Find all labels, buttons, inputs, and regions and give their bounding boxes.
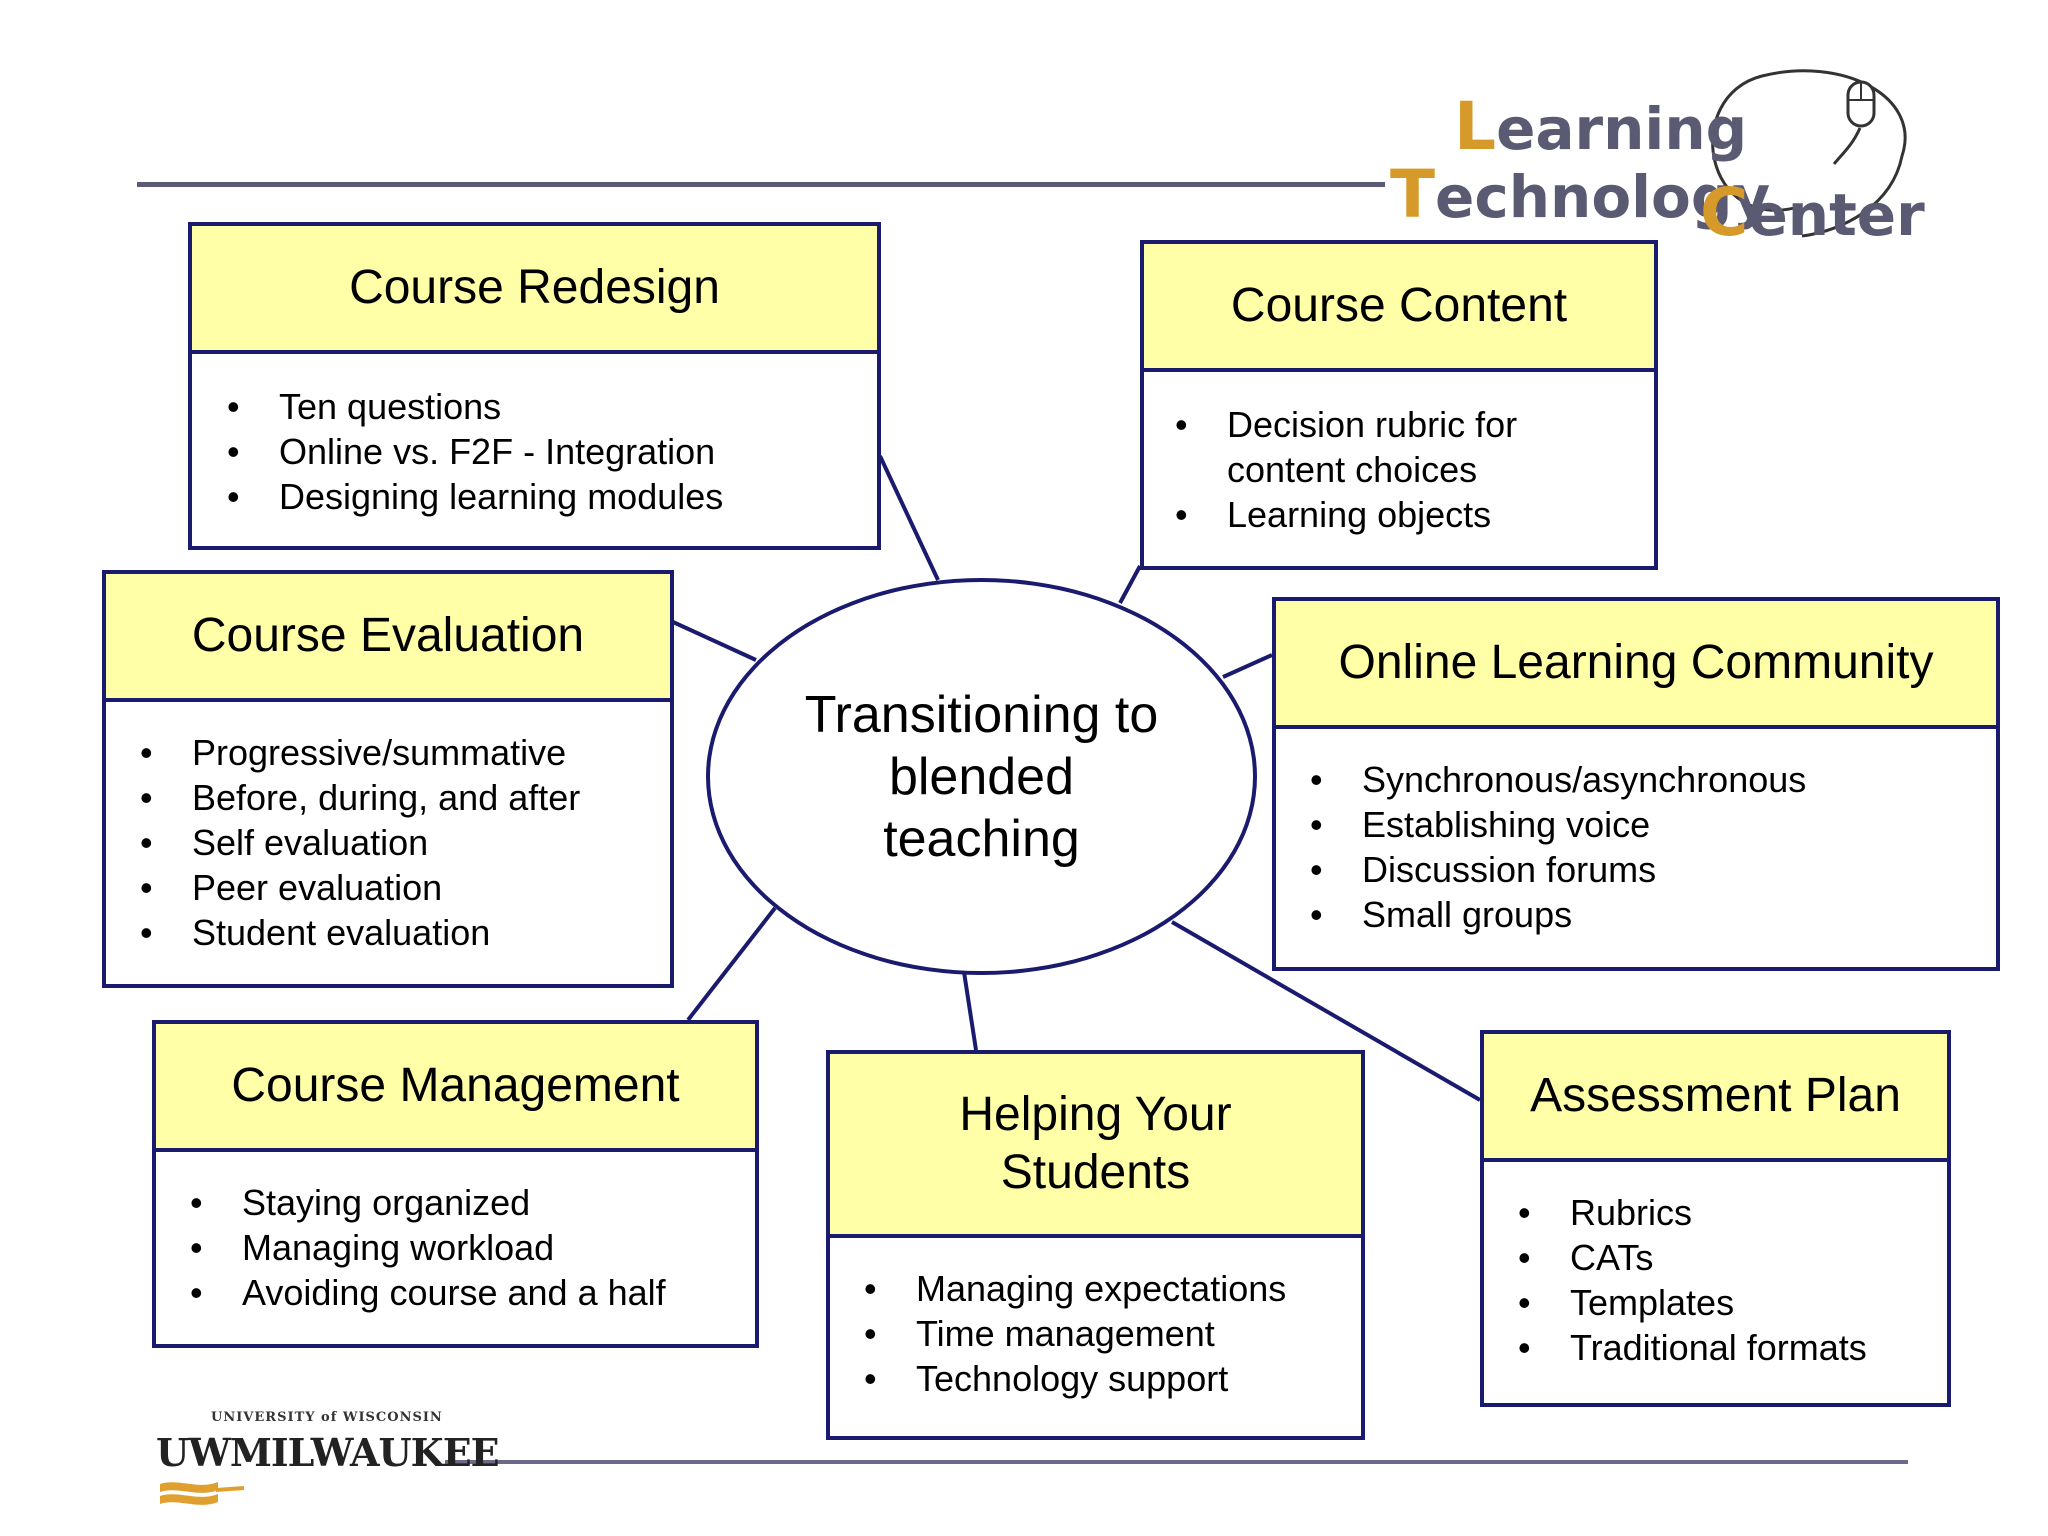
ltc-word-learning: Learning: [1454, 88, 1748, 165]
list-item: Before, during, and after: [140, 775, 670, 820]
box-title: Course Redesign: [192, 226, 877, 354]
connector-online-learning-community: [1222, 653, 1273, 679]
uwm-flag-icon: [160, 1482, 244, 1505]
bullet-list: Ten questions Online vs. F2F - Integrati…: [192, 354, 877, 519]
list-item: Managing expectations: [864, 1266, 1361, 1311]
connector-course-redesign: [878, 455, 940, 581]
bullet-list: Progressive/summative Before, during, an…: [106, 702, 670, 955]
list-item: Technology support: [864, 1356, 1361, 1401]
box-title-text: Helping Your Students: [959, 1088, 1232, 1199]
connector-course-management: [686, 906, 777, 1022]
connector-assessment-plan: [1170, 920, 1482, 1102]
bullet-list: Rubrics CATs Templates Traditional forma…: [1484, 1162, 1947, 1370]
list-item: Time management: [864, 1311, 1361, 1356]
connector-course-evaluation: [672, 620, 757, 662]
list-item: Small groups: [1310, 892, 1996, 937]
center-line: teaching: [883, 809, 1080, 868]
box-course-content: Course Content Decision rubric for conte…: [1140, 240, 1658, 570]
mouse-cord-icon: [1711, 69, 1907, 238]
ltc-word-center: Center: [1700, 174, 1925, 251]
list-item: Designing learning modules: [227, 474, 877, 519]
list-item: Synchronous/asynchronous: [1310, 757, 1996, 802]
list-item: Peer evaluation: [140, 865, 670, 910]
list-item: Establishing voice: [1310, 802, 1996, 847]
box-title: Course Content: [1144, 244, 1654, 372]
box-assessment-plan: Assessment Plan Rubrics CATs Templates T…: [1480, 1030, 1951, 1407]
bottom-rule: [445, 1460, 1908, 1464]
list-item: Templates: [1518, 1280, 1947, 1325]
center-line: blended: [888, 747, 1075, 806]
box-title: Course Management: [156, 1024, 755, 1152]
uw-milwaukee-logo: UNIVERSITY of WISCONSIN UWMILWAUKEE: [156, 1410, 500, 1510]
list-item: Progressive/summative: [140, 730, 670, 775]
list-item: Discussion forums: [1310, 847, 1996, 892]
bullet-list: Managing expectations Time management Te…: [830, 1238, 1361, 1401]
bullet-list: Decision rubric for content choices Lear…: [1144, 372, 1654, 537]
box-helping-your-students: Helping Your Students Managing expectati…: [826, 1050, 1365, 1440]
connector-course-content: [1118, 565, 1142, 604]
bullet-list: Synchronous/asynchronous Establishing vo…: [1276, 729, 1996, 937]
box-online-learning-community: Online Learning Community Synchronous/as…: [1272, 597, 2000, 971]
list-item: Student evaluation: [140, 910, 670, 955]
uwm-university-text: UNIVERSITY of WISCONSIN: [211, 1410, 443, 1425]
list-item: CATs: [1518, 1235, 1947, 1280]
center-line: Transitioning to: [804, 685, 1159, 744]
list-item: Online vs. F2F - Integration: [227, 429, 877, 474]
center-topic-ellipse: Transitioning to blended teaching: [706, 578, 1257, 975]
uwm-milwaukee-text: UWMILWAUKEE: [156, 1430, 500, 1475]
list-item: Staying organized: [190, 1180, 755, 1225]
bullet-list: Staying organized Managing workload Avoi…: [156, 1152, 755, 1315]
box-title: Course Evaluation: [106, 574, 670, 702]
box-course-evaluation: Course Evaluation Progressive/summative …: [102, 570, 674, 988]
list-item: Rubrics: [1518, 1190, 1947, 1235]
box-course-redesign: Course Redesign Ten questions Online vs.…: [188, 222, 881, 550]
learning-technology-center-logo: Learning Technology Center: [1382, 36, 1925, 251]
list-item: Learning objects: [1175, 492, 1634, 537]
connector-helping-students: [962, 971, 978, 1051]
list-item: Self evaluation: [140, 820, 670, 865]
list-item: Avoiding course and a half: [190, 1270, 755, 1315]
list-item: Ten questions: [227, 384, 877, 429]
box-title: Helping Your Students: [830, 1054, 1361, 1238]
list-item: Decision rubric for content choices: [1175, 402, 1557, 492]
ltc-word-technology: Technology: [1390, 156, 1771, 233]
center-topic-text: Transitioning to blended teaching: [802, 684, 1162, 870]
box-course-management: Course Management Staying organized Mana…: [152, 1020, 759, 1348]
top-rule: [137, 182, 1385, 187]
list-item: Traditional formats: [1518, 1325, 1947, 1370]
box-title: Online Learning Community: [1276, 601, 1996, 729]
list-item: Managing workload: [190, 1225, 755, 1270]
box-title: Assessment Plan: [1484, 1034, 1947, 1162]
